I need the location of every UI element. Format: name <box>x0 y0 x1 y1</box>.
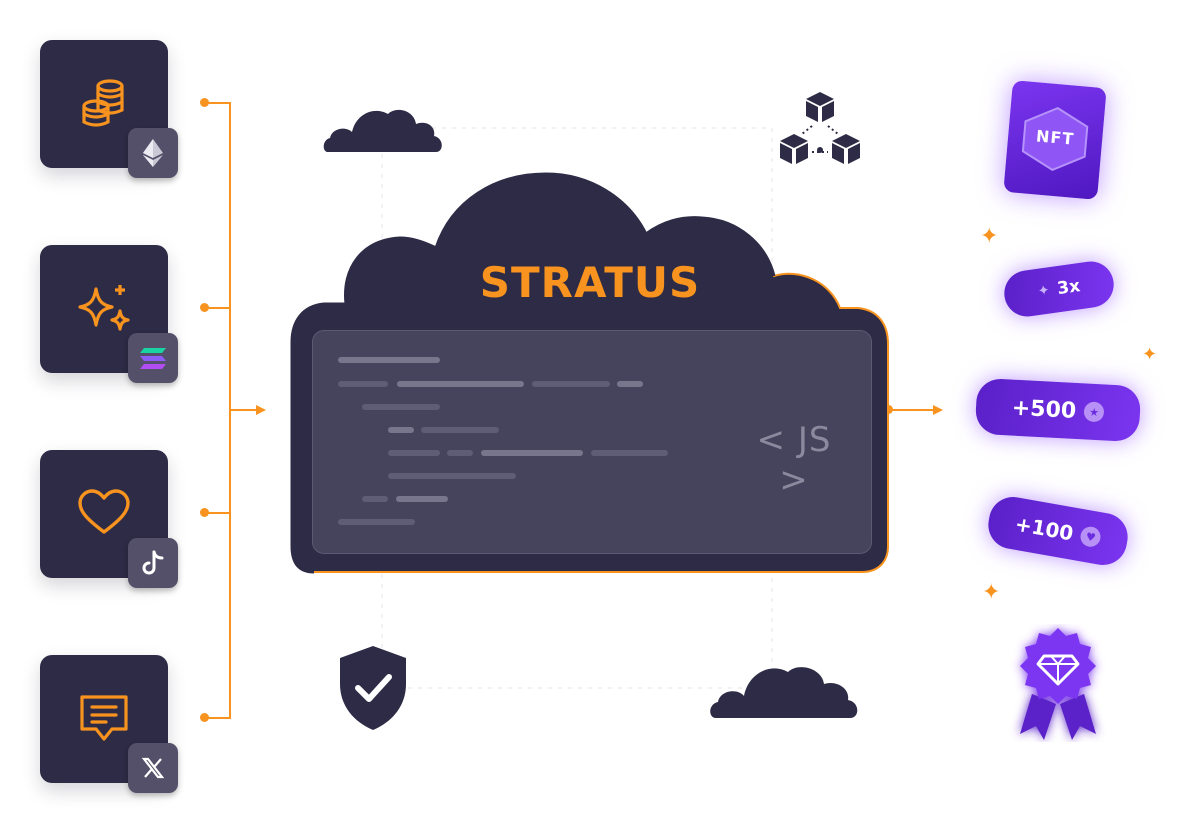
cloud-small-top <box>323 109 442 152</box>
blocks-icon <box>780 92 860 164</box>
code-line <box>362 496 388 502</box>
code-line <box>338 519 415 525</box>
points-500-badge: +500 ★ <box>974 377 1142 443</box>
sparkle-icon: ✦ <box>1142 344 1158 365</box>
star-coin-icon: ★ <box>1083 401 1105 423</box>
ethereum-icon <box>143 139 163 167</box>
multiplier-label: 3x <box>1056 276 1082 300</box>
heart-icon <box>78 489 130 534</box>
points-100-label: +100 <box>1013 511 1076 546</box>
code-line <box>338 357 440 363</box>
code-line <box>617 381 643 387</box>
tiktok-badge <box>128 538 178 588</box>
solana-icon <box>140 348 166 369</box>
cloud-small-bottom <box>710 667 858 718</box>
tiktok-icon <box>142 550 164 575</box>
coins-icon <box>82 79 124 127</box>
code-line <box>396 496 448 502</box>
source-tile-sparkles <box>40 245 178 383</box>
code-line <box>397 381 524 387</box>
sparkles-icon <box>78 285 130 331</box>
diamond-award-icon <box>1020 628 1096 740</box>
code-line <box>481 450 583 456</box>
code-panel <box>312 330 872 554</box>
code-line <box>447 450 473 456</box>
code-line <box>421 427 499 433</box>
sparkles-small-icon: ✦ <box>1036 282 1051 300</box>
shield-check-icon <box>340 646 406 730</box>
heart-coin-icon: ♥ <box>1079 525 1103 549</box>
source-tile-heart <box>40 450 178 588</box>
source-tile-coins <box>40 40 178 178</box>
connector-dot-4 <box>200 713 209 722</box>
x-icon <box>141 757 165 779</box>
ethereum-badge <box>128 128 178 178</box>
code-line <box>388 427 414 433</box>
x-badge <box>128 743 178 793</box>
code-line <box>388 450 440 456</box>
nft-card: NFT <box>1003 80 1107 200</box>
code-line <box>591 450 668 456</box>
stratus-title: STRATUS <box>479 258 701 307</box>
source-tile-message <box>40 655 178 793</box>
code-line <box>338 381 388 387</box>
code-line <box>388 473 516 479</box>
sparkle-icon: ✦ <box>982 580 1001 605</box>
nft-hexagon <box>1021 107 1089 172</box>
solana-badge <box>128 333 178 383</box>
connector-dot-2 <box>200 303 209 312</box>
code-line <box>362 404 440 410</box>
connector-dot-3 <box>200 508 209 517</box>
connector-dot-1 <box>200 98 209 107</box>
code-line <box>532 381 610 387</box>
js-tag: < JS > <box>756 420 832 500</box>
points-500-label: +500 <box>1011 395 1077 424</box>
message-icon <box>80 695 128 741</box>
sparkle-icon: ✦ <box>980 224 999 249</box>
